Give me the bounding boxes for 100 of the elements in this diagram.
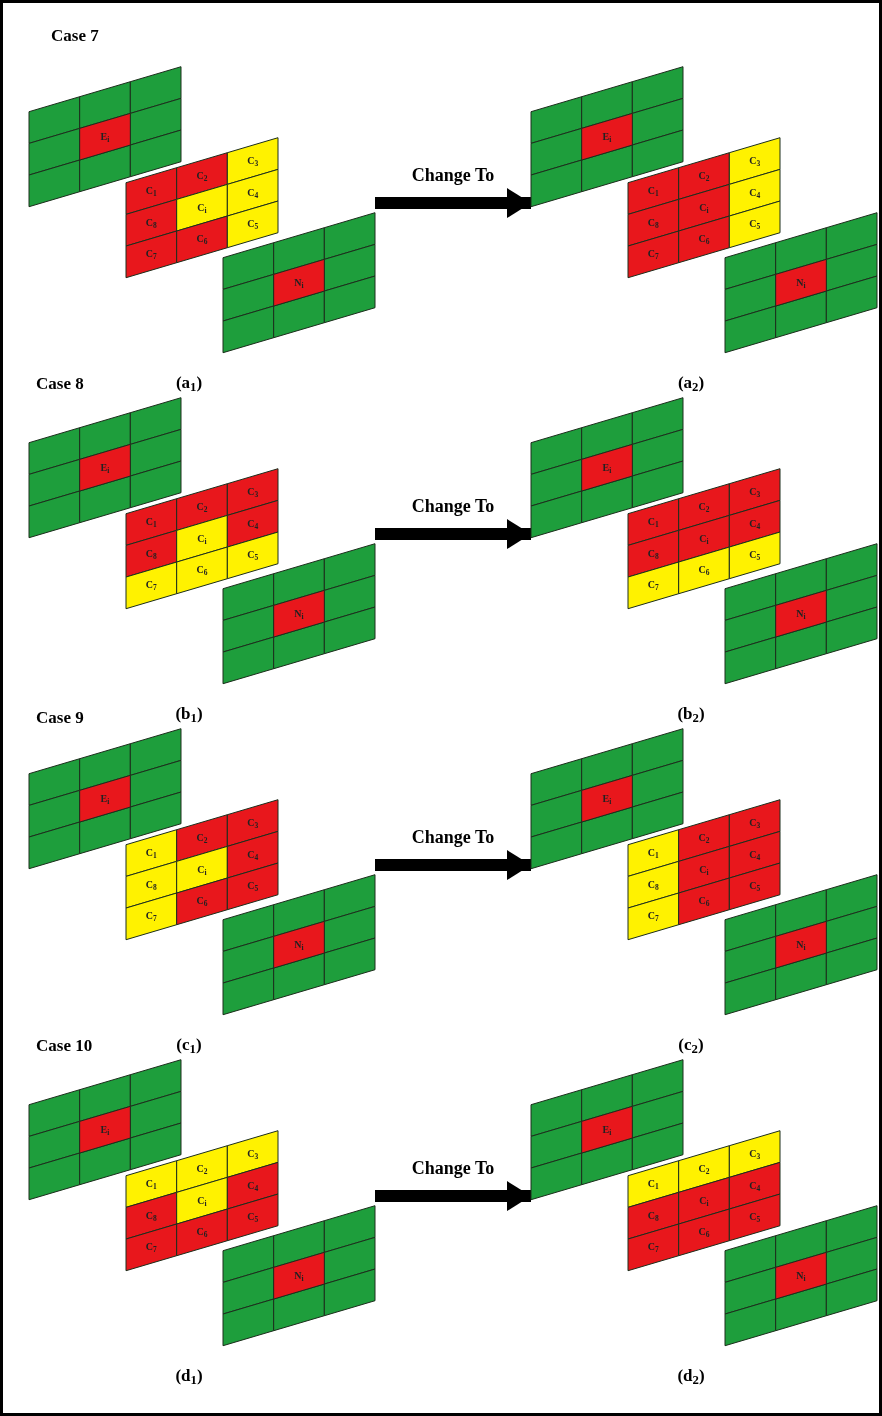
grid-cell: C$_{i}$: [678, 845, 730, 894]
figure-caption: (a$_{1}$): [175, 372, 203, 396]
grid-cell: C$_{1}$: [125, 167, 178, 215]
arrow: [375, 188, 531, 218]
grid-cell: C$_{i}$: [176, 183, 228, 232]
grid-cell: C$_{2}$: [678, 483, 730, 531]
grid-cell: C$_{4}$: [226, 830, 279, 879]
grid-cell: C$_{3}$: [226, 799, 279, 847]
grid-cell: C$_{7}$: [125, 230, 178, 279]
grid-cell: C$_{3}$: [226, 137, 279, 185]
grid-cell: C$_{8}$: [125, 1191, 178, 1240]
grid-cell: C$_{4}$: [226, 1161, 279, 1210]
layer-stack-drawing: [29, 66, 375, 356]
grid-cell: C$_{7}$: [627, 561, 680, 610]
grid-cell: C$_{3}$: [226, 468, 279, 516]
grid-cell: N$_{i}$: [775, 589, 827, 638]
grid-cell: C$_{1}$: [627, 498, 680, 546]
grid-cell: C$_{i}$: [176, 514, 228, 563]
grid-cell: C$_{1}$: [627, 829, 680, 877]
grid-cell: E$_{i}$: [581, 774, 633, 823]
grid-cell: E$_{i}$: [79, 443, 131, 492]
grid-cell: C$_{2}$: [176, 152, 228, 200]
grid-cell: C$_{1}$: [627, 1160, 680, 1208]
grid-cell: N$_{i}$: [273, 920, 325, 969]
case-title: Case 9: [36, 707, 84, 729]
grid-cell: N$_{i}$: [273, 589, 325, 638]
grid-cell: C$_{8}$: [627, 1191, 680, 1240]
grid-cell: C$_{6}$: [678, 546, 730, 595]
grid-cell: C$_{5}$: [226, 1193, 279, 1242]
layer-stack-drawing: [29, 397, 375, 687]
figure-caption: (b$_{2}$): [677, 703, 705, 727]
grid-cell: C$_{1}$: [125, 1160, 178, 1208]
layer-stack-drawing: [29, 728, 375, 1018]
grid-cell: C$_{7}$: [125, 892, 178, 941]
grid-cell: C$_{1}$: [627, 167, 680, 215]
grid-cell: E$_{i}$: [581, 112, 633, 161]
grid-cell: C$_{3}$: [728, 137, 781, 185]
layer-stack-drawing: [531, 397, 877, 687]
grid-cell: C$_{4}$: [728, 830, 781, 879]
arrow: [375, 519, 531, 549]
grid-cell: C$_{6}$: [678, 877, 730, 926]
grid-cell: C$_{7}$: [125, 1223, 178, 1272]
grid-cell: C$_{4}$: [226, 499, 279, 548]
grid-cell: C$_{7}$: [627, 892, 680, 941]
grid-cell: N$_{i}$: [775, 920, 827, 969]
grid-cell: N$_{i}$: [775, 258, 827, 307]
grid-cell: N$_{i}$: [775, 1251, 827, 1300]
grid-cell: C$_{3}$: [728, 1130, 781, 1178]
figure-caption: (d$_{2}$): [677, 1365, 705, 1389]
grid-cell: C$_{8}$: [627, 860, 680, 909]
grid-cell: C$_{3}$: [728, 799, 781, 847]
grid-cell: C$_{6}$: [678, 1208, 730, 1257]
grid-cell: C$_{6}$: [176, 215, 228, 264]
grid-cell: N$_{i}$: [273, 258, 325, 307]
grid-cell: C$_{i}$: [678, 514, 730, 563]
grid-cell: C$_{5}$: [226, 862, 279, 911]
grid-cell: E$_{i}$: [79, 774, 131, 823]
grid-cell: C$_{i}$: [176, 1176, 228, 1225]
grid-cell: C$_{8}$: [627, 198, 680, 247]
figure-caption: (b$_{1}$): [175, 703, 203, 727]
grid-cell: C$_{5}$: [728, 862, 781, 911]
grid-cell: C$_{4}$: [728, 168, 781, 217]
grid-cell: C$_{2}$: [176, 814, 228, 862]
grid-cell: C$_{3}$: [728, 468, 781, 516]
grid-cell: C$_{5}$: [728, 200, 781, 249]
figure-caption: (c$_{1}$): [176, 1034, 202, 1058]
case-title: Case 10: [36, 1035, 93, 1057]
grid-cell: C$_{4}$: [226, 168, 279, 217]
grid-cell: C$_{8}$: [125, 529, 178, 578]
grid-cell: C$_{6}$: [176, 546, 228, 595]
grid-cell: C$_{2}$: [678, 814, 730, 862]
arrow: [375, 850, 531, 880]
grid-cell: C$_{i}$: [678, 183, 730, 232]
case-title: Case 8: [36, 373, 84, 395]
grid-cell: E$_{i}$: [79, 112, 131, 161]
grid-cell: C$_{6}$: [176, 1208, 228, 1257]
grid-cell: E$_{i}$: [79, 1105, 131, 1154]
grid-cell: C$_{3}$: [226, 1130, 279, 1178]
grid-cell: C$_{6}$: [176, 877, 228, 926]
grid-cell: C$_{5}$: [728, 1193, 781, 1242]
grid-cell: C$_{7}$: [627, 1223, 680, 1272]
figure-caption: (d$_{1}$): [175, 1365, 203, 1389]
grid-cell: C$_{7}$: [125, 561, 178, 610]
grid-cell: C$_{5}$: [226, 200, 279, 249]
grid-cell: E$_{i}$: [581, 1105, 633, 1154]
grid-cell: C$_{4}$: [728, 1161, 781, 1210]
grid-cell: C$_{5}$: [728, 531, 781, 580]
layer-stack-drawing: [29, 1059, 375, 1349]
grid-cell: C$_{2}$: [678, 152, 730, 200]
grid-cell: C$_{8}$: [125, 860, 178, 909]
grid-cell: C$_{8}$: [627, 529, 680, 578]
layer-stack-drawing: [531, 728, 877, 1018]
grid-cell: C$_{2}$: [176, 1145, 228, 1193]
grid-cell: C$_{2}$: [176, 483, 228, 531]
arrow: [375, 1181, 531, 1211]
grid-cell: C$_{5}$: [226, 531, 279, 580]
grid-cell: C$_{8}$: [125, 198, 178, 247]
grid-cell: C$_{1}$: [125, 829, 178, 877]
grid-cell: C$_{i}$: [176, 845, 228, 894]
grid-cell: N$_{i}$: [273, 1251, 325, 1300]
